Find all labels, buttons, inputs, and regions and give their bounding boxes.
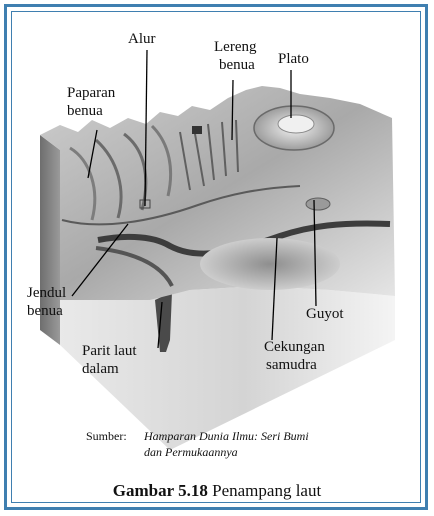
label-lereng-benua-line1: Lereng: [214, 38, 256, 56]
source-key: Sumber:: [86, 428, 144, 444]
label-parit-laut-dalam-line2: dalam: [82, 360, 119, 378]
source-line1: Hamparan Dunia Ilmu: Seri Bumi: [144, 429, 309, 443]
label-paparan-benua-line1: Paparan: [67, 84, 115, 102]
figure-caption: Gambar 5.18 Penampang laut: [0, 481, 434, 501]
label-plato: Plato: [278, 50, 309, 68]
label-cekungan-samudra-line1: Cekungan: [264, 338, 325, 356]
source-line2: dan Permukaannya: [86, 444, 309, 460]
label-jendul-benua-line1: Jendul: [27, 284, 66, 302]
label-guyot: Guyot: [306, 305, 344, 323]
label-jendul-benua-line2: benua: [27, 302, 63, 320]
label-cekungan-samudra-line2: samudra: [266, 356, 317, 374]
label-alur: Alur: [128, 30, 156, 48]
label-paparan-benua-line2: benua: [67, 102, 103, 120]
label-lereng-benua-line2: benua: [219, 56, 255, 74]
caption-text: Penampang laut: [212, 481, 321, 500]
caption-number: Gambar 5.18: [113, 481, 208, 500]
figure-source: Sumber:Hamparan Dunia Ilmu: Seri Bumi da…: [86, 428, 309, 460]
label-parit-laut-dalam-line1: Parit laut: [82, 342, 137, 360]
